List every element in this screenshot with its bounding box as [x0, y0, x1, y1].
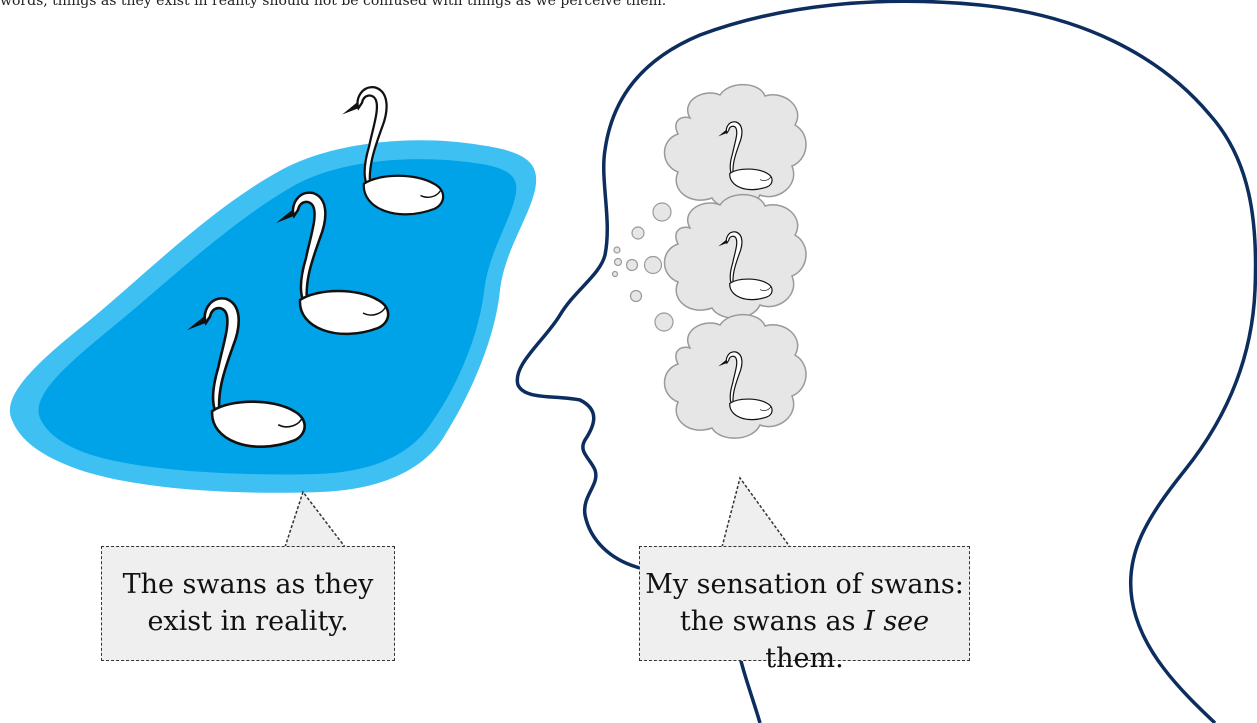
callout-reality-line-2: exist in reality.	[147, 606, 349, 637]
callout-perception-pointer	[721, 476, 792, 548]
callout-perception-line-1: My sensation of swans:	[645, 569, 964, 600]
pond-inner	[38, 159, 517, 475]
top-caption-text: words, things as they exist in reality s…	[0, 0, 667, 9]
callout-reality: The swans as they exist in reality.	[101, 546, 395, 661]
callout-perception-emphasis: I see	[864, 606, 930, 637]
callout-perception-line-2-prefix: the swans as	[679, 606, 865, 637]
callout-perception-line-2: the swans as I see them.	[640, 603, 969, 677]
head-outline	[515, 0, 1257, 723]
callout-reality-line-1: The swans as they	[122, 569, 374, 600]
callout-perception-line-2-suffix: them.	[765, 643, 844, 674]
thought-dots	[611, 202, 674, 332]
callout-reality-pointer	[283, 490, 347, 548]
callout-perception: My sensation of swans: the swans as I se…	[639, 546, 970, 674]
pond	[9, 140, 537, 493]
